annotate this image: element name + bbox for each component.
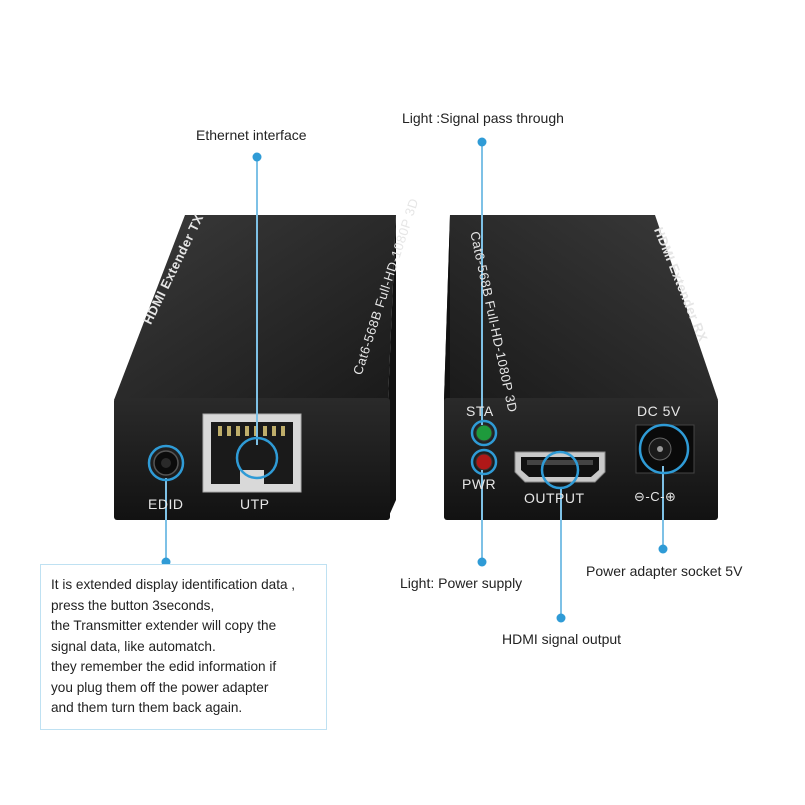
callout-hdmi-output: HDMI signal output <box>502 631 622 647</box>
polarity-symbol: ⊖-C-⊕ <box>634 489 677 504</box>
note-line: and them turn them back again. <box>51 700 243 715</box>
callout-ethernet-interface: Ethernet interface <box>196 127 307 143</box>
callout-dots <box>161 137 668 623</box>
sta-led <box>475 424 493 442</box>
callout-power-socket: Power adapter socket 5V <box>586 563 743 579</box>
sta-label: STA <box>466 403 494 419</box>
rx-top-face <box>444 215 718 400</box>
note-line: the Transmitter extender will copy the <box>51 618 277 633</box>
note-line: they remember the edid information if <box>51 659 277 674</box>
edid-description-box: It is extended display identification da… <box>40 564 327 730</box>
output-label: OUTPUT <box>524 490 585 506</box>
dc-label: DC 5V <box>637 403 681 419</box>
tx-top-face <box>114 215 396 400</box>
highlight-rings <box>147 419 690 490</box>
callout-power-light: Light: Power supply <box>400 575 523 591</box>
pwr-led <box>475 453 493 471</box>
note-line: signal data, like automatch. <box>51 638 216 654</box>
utp-label: UTP <box>240 496 270 512</box>
note-line: press the button 3seconds, <box>51 597 215 613</box>
callout-signal-light: Light :Signal pass through <box>402 110 564 126</box>
note-line: It is extended display identification da… <box>51 577 296 592</box>
pwr-label: PWR <box>462 476 497 492</box>
note-line: you plug them off the power adapter <box>51 679 269 695</box>
edid-label: EDID <box>148 496 184 512</box>
callout-lines <box>165 143 664 617</box>
